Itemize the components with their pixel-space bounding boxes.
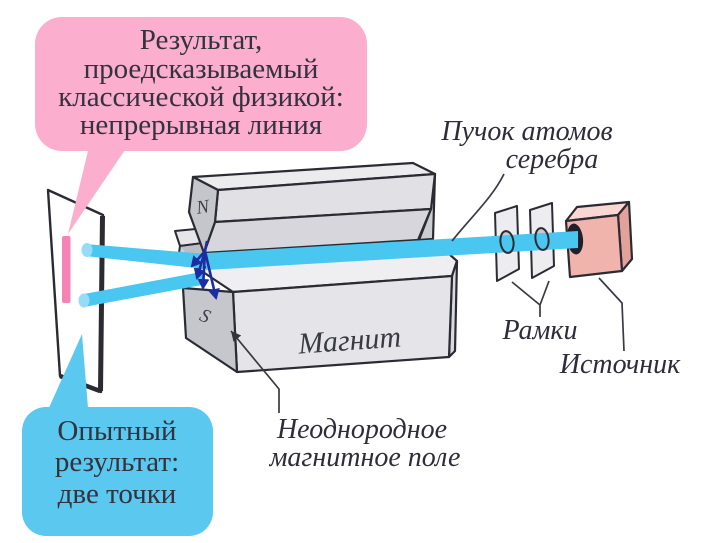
field-leader-line — [230, 330, 280, 413]
beam-leader-line — [451, 173, 505, 242]
upper-magnet: N — [187, 161, 437, 255]
frame-1-hole-rim — [499, 230, 515, 254]
classical-line-mark — [62, 236, 71, 303]
experimental-callout: Опытный результат: две точки — [22, 334, 213, 536]
classical-callout-tail — [68, 150, 125, 234]
experimental-callout-tail — [48, 334, 88, 410]
frames-leader-fork — [511, 280, 550, 317]
north-pole-label: N — [194, 196, 212, 219]
classical-line-1: Результат, — [140, 24, 263, 56]
classical-line-4: непрерывная линия — [80, 109, 322, 141]
upper-split-beam — [85, 244, 207, 269]
experimental-line-3: две точки — [58, 478, 177, 510]
atom-beams — [78, 231, 578, 308]
field-arrow-4 — [203, 250, 220, 300]
frames-label: Рамки — [501, 315, 577, 346]
lower-magnet-left-face — [181, 286, 239, 374]
upper-impact-spot — [81, 243, 93, 257]
field-gradient-arrows — [190, 240, 220, 300]
field-arrow-3 — [197, 250, 210, 290]
experimental-callout-bubble — [22, 407, 213, 536]
experimental-line-1: Опытный — [57, 415, 176, 447]
classical-callout: Результат, проедсказываемый классической… — [35, 17, 367, 234]
field-label-line-2: магнитное поле — [269, 442, 461, 473]
magnet-label: Магнит — [296, 320, 402, 360]
beam-label-line-1: Пучок атомов — [440, 116, 612, 147]
lower-split-beam — [84, 272, 207, 307]
beam-label-line-2: серебра — [506, 144, 599, 175]
source-oven — [564, 200, 634, 279]
experimental-line-2: результат: — [55, 446, 179, 478]
source-label: Источник — [559, 349, 681, 380]
lower-impact-spot — [78, 293, 90, 308]
annotations: Пучок атомов серебра Рамки Источник Неод… — [230, 116, 681, 473]
classical-line-2: проедсказываемый — [84, 53, 319, 85]
main-beam — [206, 231, 578, 270]
classical-callout-bubble — [35, 17, 367, 151]
frame-2-hole-rim — [534, 227, 550, 251]
field-arrow-1 — [190, 250, 206, 268]
source-leader-line — [598, 277, 625, 352]
frame-hole-rims — [499, 227, 550, 254]
classical-line-3: классической физикой: — [58, 81, 344, 113]
upper-magnet-left-face — [187, 175, 220, 255]
field-arrow-stub — [203, 240, 209, 252]
field-label-line-1: Неоднородное — [276, 414, 447, 445]
